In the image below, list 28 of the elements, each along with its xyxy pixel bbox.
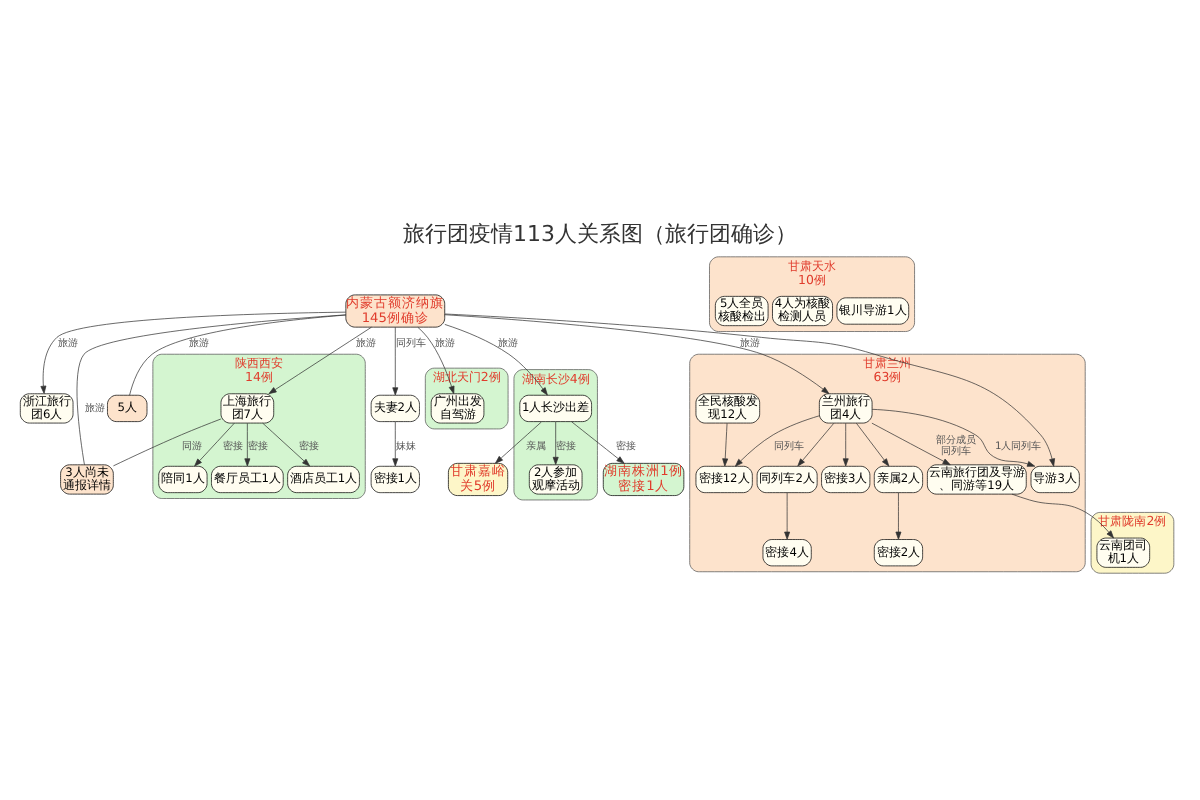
arrow (268, 326, 372, 395)
arrow (856, 422, 890, 467)
arrow (392, 326, 399, 396)
arrow (871, 408, 1036, 467)
connector (76, 314, 347, 466)
arrow (244, 422, 251, 467)
arrow (194, 422, 235, 467)
arrow (895, 492, 902, 540)
arrow (784, 492, 791, 540)
diagram-title: 旅行团疫情113人关系图（旅行团确诊） (403, 221, 797, 248)
arrow (444, 313, 1055, 467)
arrow (552, 421, 559, 465)
connector (129, 314, 347, 396)
arrow (262, 422, 311, 467)
arrow (842, 422, 849, 467)
arrow (571, 421, 625, 464)
arrow (417, 326, 455, 395)
arrow (444, 324, 548, 396)
connector (113, 418, 222, 467)
arrow (40, 311, 346, 394)
arrow (495, 421, 542, 464)
arrow (871, 422, 951, 466)
arrow (1011, 493, 1114, 539)
arrow (392, 421, 399, 467)
arrow (444, 314, 830, 395)
arrow (722, 422, 729, 467)
arrow (735, 415, 820, 467)
arrow (797, 422, 835, 467)
